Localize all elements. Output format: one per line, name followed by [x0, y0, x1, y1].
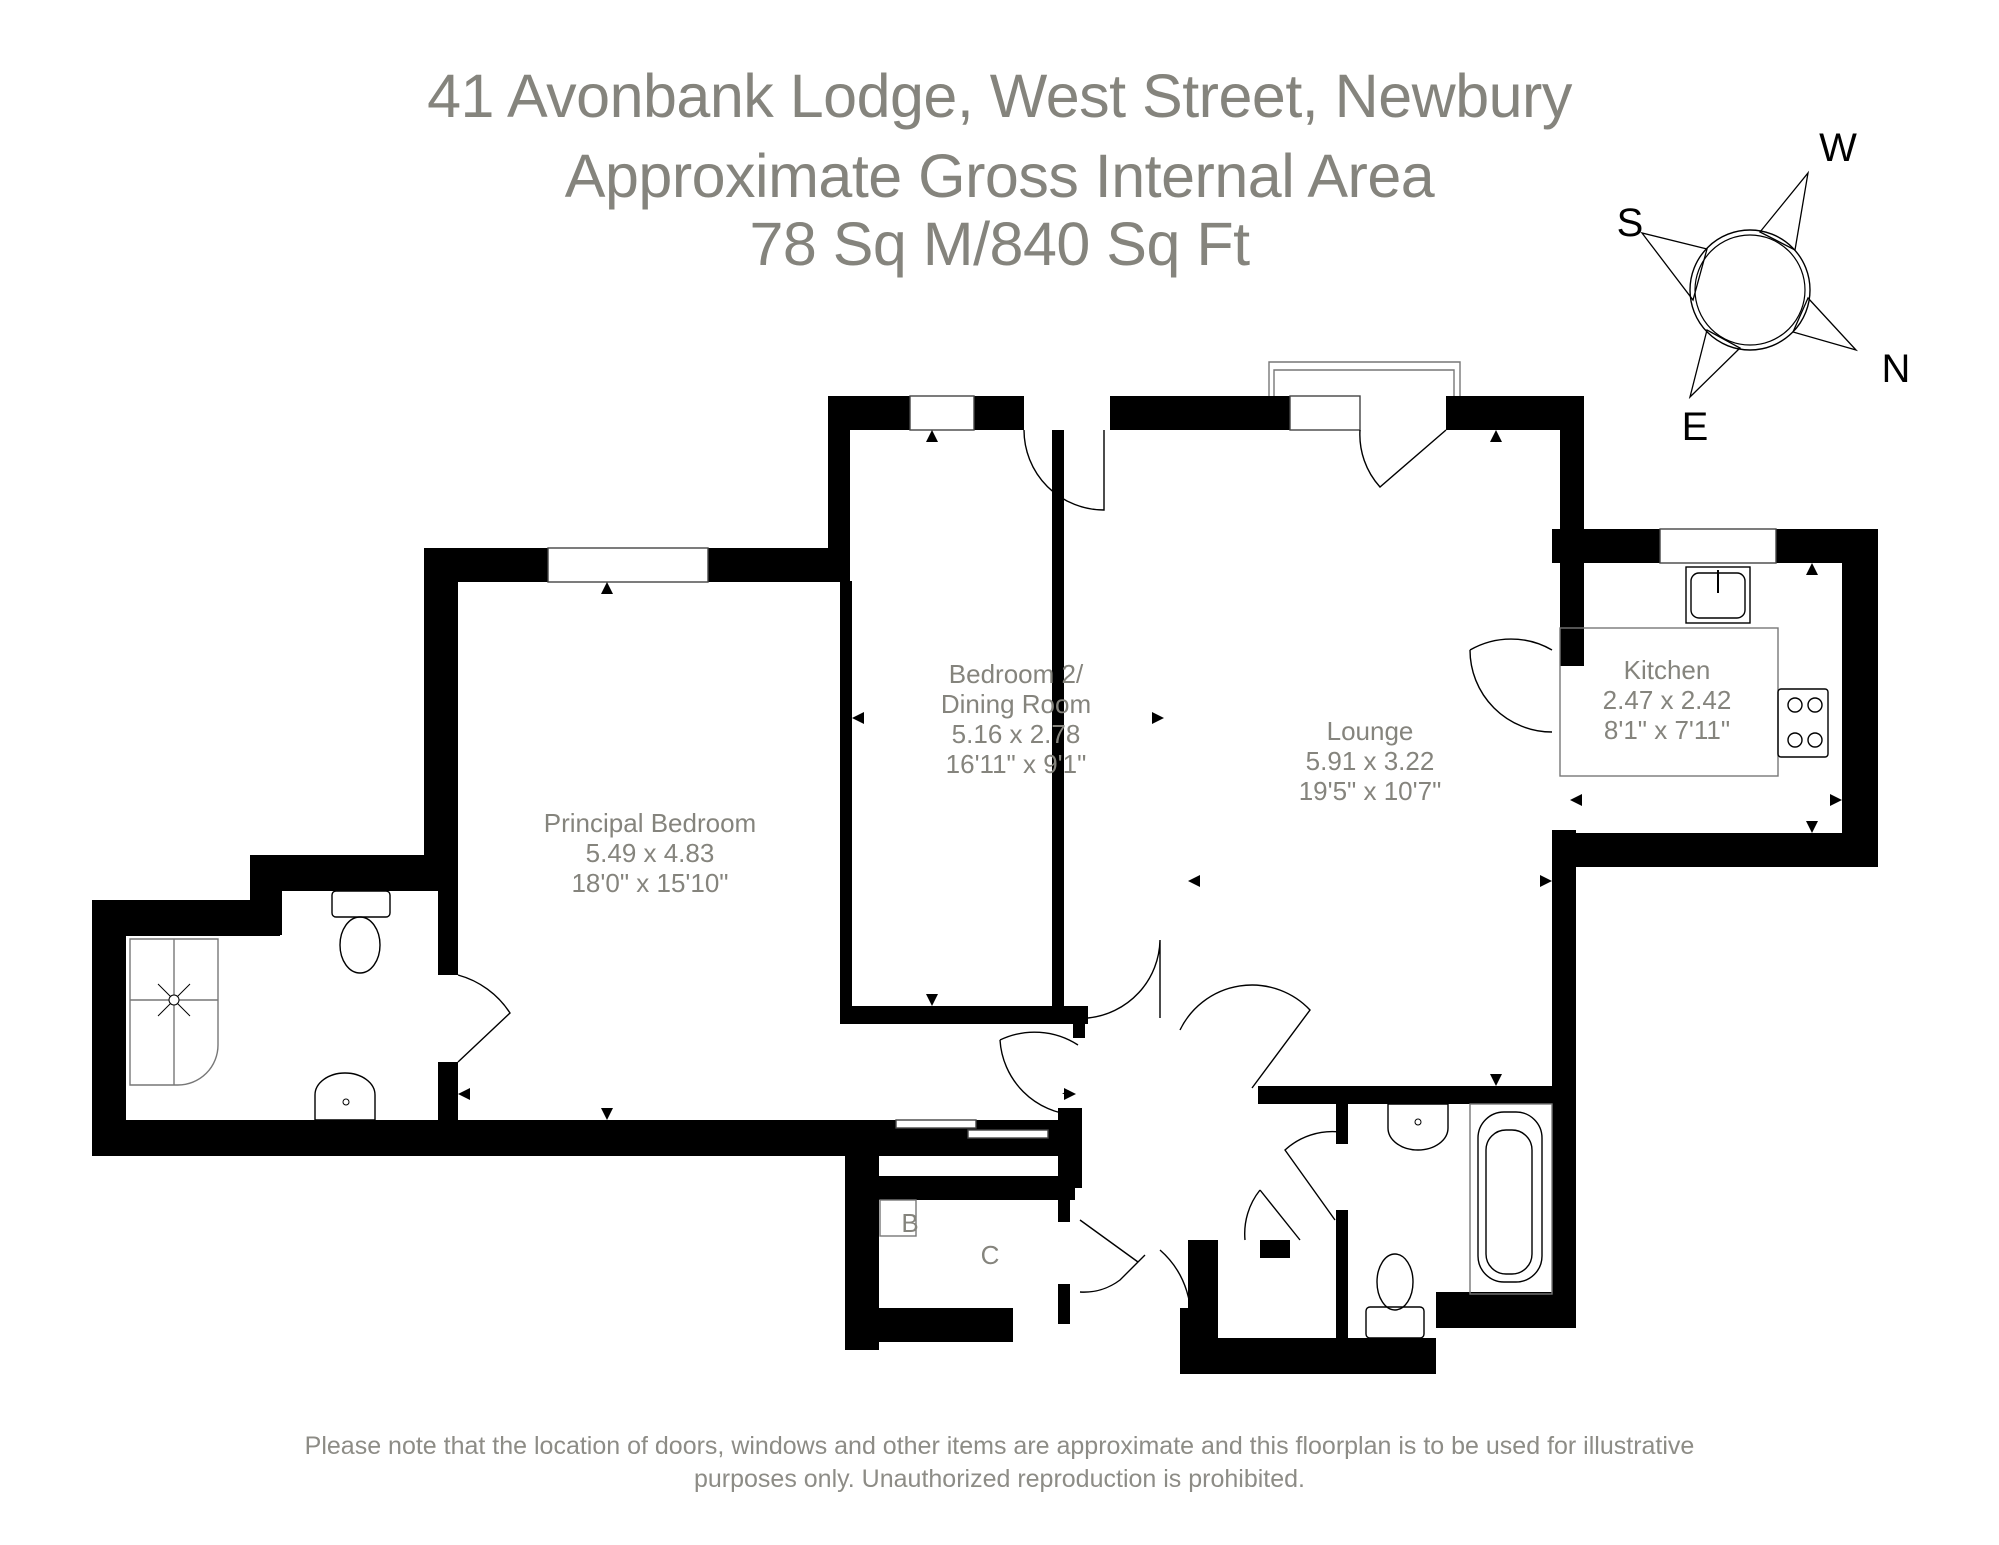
doors: [457, 429, 1553, 1341]
room-name: Bedroom 2/: [949, 659, 1084, 689]
toilet-icon: [1365, 1253, 1425, 1339]
room-metric: 5.91 x 3.22: [1306, 746, 1435, 776]
area-value: 78 Sq M/840 Sq Ft: [749, 210, 1250, 278]
disclaimer-line-1: Please note that the location of doors, …: [304, 1432, 1695, 1460]
compass-east-label: E: [1682, 405, 1709, 449]
room-name: Principal Bedroom: [544, 808, 756, 838]
boiler-label: B: [901, 1208, 918, 1238]
disclaimer-line-2: purposes only. Unauthorized reproduction…: [693, 1465, 1305, 1493]
windows: [547, 361, 1777, 1139]
hob-icon: [1777, 688, 1829, 758]
room-imperial: 8'1" x 7'11": [1604, 715, 1730, 745]
room-name: Lounge: [1327, 716, 1414, 746]
boiler-box: [879, 1199, 917, 1237]
room-metric: 2.47 x 2.42: [1603, 685, 1732, 715]
sink-icon: [1685, 566, 1751, 624]
room-imperial: 16'11" x 9'1": [946, 749, 1087, 779]
basin-icon: [1387, 1103, 1449, 1151]
page-title: 41 Avonbank Lodge, West Street, Newbury: [427, 62, 1572, 130]
room-imperial: 19'5" x 10'7": [1299, 776, 1442, 806]
area-subtitle: Approximate Gross Internal Area: [564, 142, 1435, 210]
compass-south-label: S: [1617, 201, 1644, 245]
room-imperial: 18'0" x 15'10": [571, 868, 728, 898]
toilet-icon: [331, 890, 391, 974]
room-metric: 5.49 x 4.83: [586, 838, 715, 868]
room-principal-bedroom: Principal Bedroom 5.49 x 4.83 18'0" x 15…: [544, 808, 756, 898]
room-metric: 5.16 x 2.78: [952, 719, 1081, 749]
room-kitchen: Kitchen 2.47 x 2.42 8'1" x 7'11": [1603, 655, 1732, 745]
cupboard-label: C: [981, 1240, 1000, 1270]
basin-icon: [314, 1072, 376, 1121]
compass-rose-icon: [1640, 170, 1859, 400]
room-bedroom-2: Bedroom 2/ Dining Room 5.16 x 2.78 16'11…: [941, 659, 1091, 779]
bath-icon: [1469, 1103, 1553, 1295]
room-lounge: Lounge 5.91 x 3.22 19'5" x 10'7": [1299, 716, 1442, 806]
room-name-line2: Dining Room: [941, 689, 1091, 719]
shower-icon: [129, 938, 219, 1086]
compass-west-label: W: [1819, 126, 1857, 170]
measurement-arrows: [458, 430, 1842, 1120]
walls: [92, 396, 1878, 1374]
compass-north-label: N: [1882, 347, 1911, 391]
room-name: Kitchen: [1624, 655, 1711, 685]
